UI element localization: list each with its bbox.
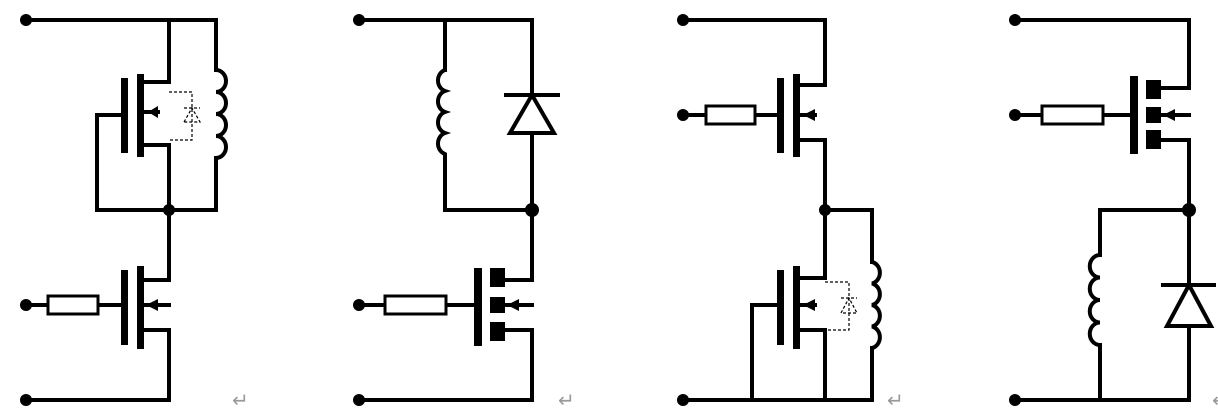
panel-3-mosfet-top — [777, 74, 815, 157]
panel-1-mosfet-bottom — [121, 266, 158, 349]
panel-4-inductor — [1087, 253, 1102, 347]
panel-2-mosfet — [474, 268, 519, 346]
panel-1-inductor — [214, 68, 228, 160]
panel-1-gate-resistor — [46, 294, 100, 316]
panel-4-junction — [1182, 203, 1196, 217]
panel-3-inductor — [870, 260, 882, 350]
panel-2-terminal-top — [353, 14, 365, 26]
panel-4-wires — [1013, 18, 1191, 402]
panel-2-return-mark: ↵ — [558, 388, 575, 412]
panel-3-terminal-top — [677, 14, 689, 26]
panel-2-terminal-bottom — [353, 394, 365, 406]
panel-1-circuit: ↵ — [20, 14, 249, 412]
panel-2-junction — [525, 203, 539, 217]
panel-4-circuit: ↵ — [1009, 14, 1218, 412]
panel-4-gate-resistor — [1040, 104, 1105, 126]
panel-1-terminal-gate — [20, 299, 32, 311]
panel-2-wires — [357, 18, 534, 402]
panel-2-circuit: ↵ — [353, 14, 575, 412]
panel-3-terminal-gate — [677, 109, 689, 121]
panel-1-terminal-bottom — [20, 394, 32, 406]
panel-2-freewheel-diode — [504, 91, 560, 135]
panel-1-body-diode — [169, 91, 202, 141]
panel-4-mosfet — [1130, 76, 1175, 154]
panel-3-junction — [819, 204, 831, 216]
panel-1-return-mark: ↵ — [232, 388, 249, 412]
panel-4-return-mark: ↵ — [1212, 388, 1218, 412]
panel-4-terminal-top — [1009, 14, 1021, 26]
panel-4-terminal-bottom — [1009, 394, 1021, 406]
panel-3-terminal-bottom — [677, 394, 689, 406]
panel-1-mosfet-top — [121, 74, 158, 157]
panel-2-terminal-gate — [353, 299, 365, 311]
panel-1-junction — [163, 204, 175, 216]
panel-2-inductor — [436, 68, 452, 156]
panel-3-body-diode — [825, 281, 858, 331]
panel-3-circuit: ↵ — [677, 14, 904, 412]
panel-3-mosfet-bottom — [777, 266, 815, 349]
panel-4-terminal-gate — [1009, 109, 1021, 121]
panel-4-freewheel-diode — [1161, 280, 1216, 328]
panel-3-return-mark: ↵ — [887, 388, 904, 412]
panel-3-gate-resistor — [704, 104, 757, 126]
panel-1-terminal-top — [20, 14, 32, 26]
panel-2-gate-resistor — [383, 294, 448, 316]
